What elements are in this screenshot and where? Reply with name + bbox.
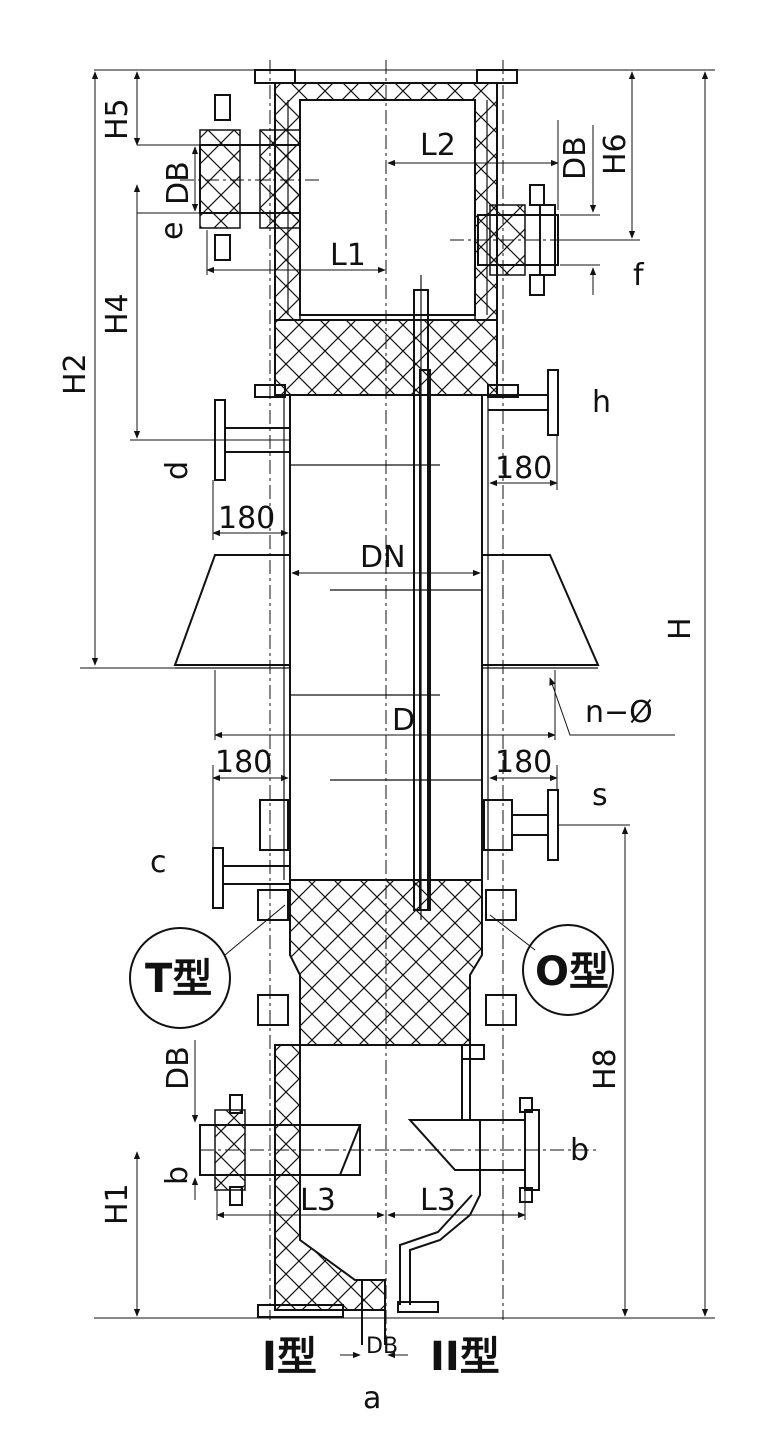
support-skirt [173, 554, 600, 669]
label-l1: L1 [330, 238, 366, 273]
label-d-nozzle: d [160, 461, 195, 480]
label-db-left-lower: DB [161, 1046, 196, 1090]
label-db-right: DB [558, 136, 593, 180]
label-l2: L2 [420, 128, 456, 163]
label-h: H [663, 617, 698, 640]
label-db-top-left: DB [161, 161, 196, 205]
label-b-left: b [160, 1166, 195, 1185]
dimensions [80, 69, 715, 1359]
bottom-head-type-i [199, 1044, 386, 1318]
label-180-right-top: 180 [495, 451, 552, 486]
nozzle-f [477, 184, 559, 296]
type-o-circle [522, 924, 614, 1016]
lower-packing [257, 879, 517, 1046]
label-h2: H2 [58, 353, 93, 395]
label-e: e [155, 222, 190, 240]
label-dn: DN [360, 540, 406, 575]
label-b-right: b [570, 1133, 589, 1168]
label-type-t: T型 [145, 956, 212, 1002]
label-a: a [363, 1381, 381, 1416]
label-type-i: I型 [262, 1334, 317, 1380]
label-f: f [633, 258, 645, 293]
label-h1: H1 [100, 1183, 135, 1225]
nozzle-s [483, 789, 559, 861]
nozzle-h [488, 369, 559, 436]
label-180-left-top: 180 [218, 501, 275, 536]
label-db-bottom: DB [366, 1334, 398, 1359]
top-head [254, 69, 518, 396]
label-h6: H6 [598, 133, 633, 175]
label-h5: H5 [100, 98, 135, 140]
label-n-phi: n−Ø [585, 695, 653, 730]
label-c: c [150, 845, 167, 880]
labels: H H2 H5 H4 H6 H8 H1 DB DB DB DB e f L1 L… [58, 98, 698, 1416]
label-type-o: O型 [535, 949, 609, 995]
label-s: s [592, 778, 608, 813]
type-t-circle [129, 927, 231, 1029]
label-l3-right: L3 [420, 1183, 456, 1218]
label-d-diameter: D [392, 703, 415, 738]
outlet-a [361, 1280, 386, 1345]
label-l3-left: L3 [300, 1183, 336, 1218]
nozzle-e [199, 94, 301, 261]
label-h8: H8 [588, 1048, 623, 1090]
nozzle-c [212, 799, 290, 909]
label-h-nozzle: h [592, 385, 611, 420]
label-180-left-bottom: 180 [215, 745, 272, 780]
label-type-ii: II型 [430, 1334, 500, 1380]
label-180-right-bottom: 180 [495, 745, 552, 780]
label-h4: H4 [100, 293, 135, 335]
bottom-head-type-ii [397, 1044, 540, 1313]
